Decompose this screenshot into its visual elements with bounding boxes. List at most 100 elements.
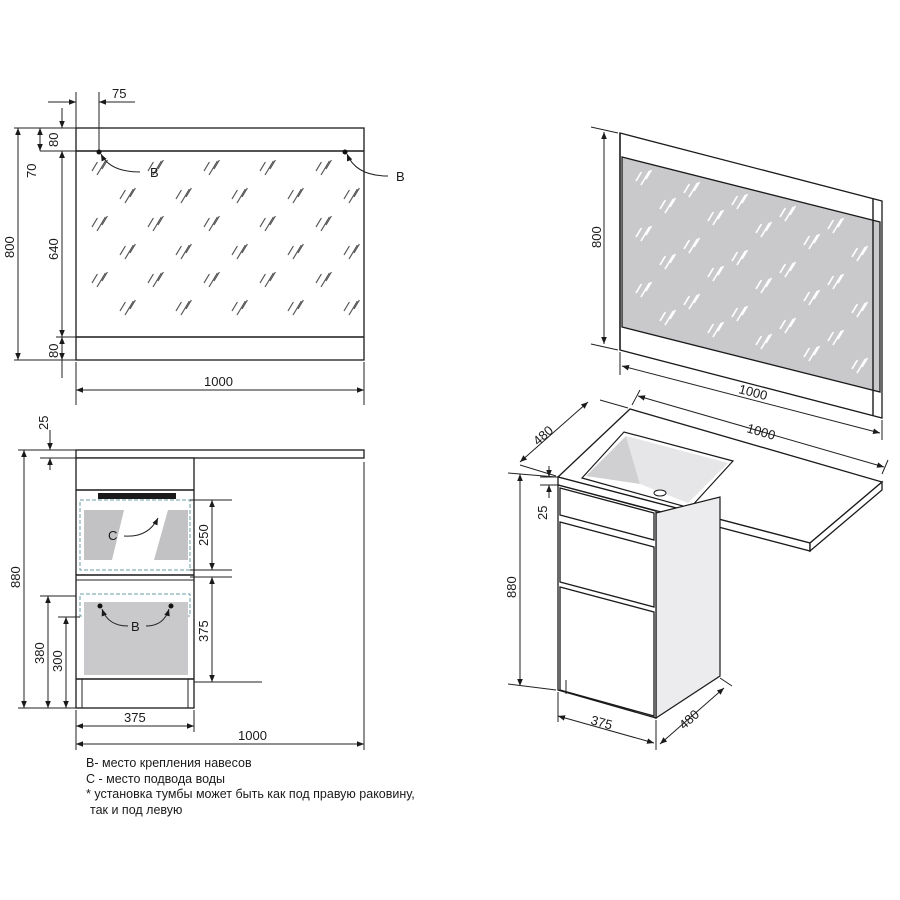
lower-drawer-panel xyxy=(84,602,188,675)
mirror-front-view: B B 75 800 70 80 640 80 1000 xyxy=(2,86,405,405)
reflection-mark xyxy=(832,330,843,346)
dim-380: 380 xyxy=(32,642,47,664)
reflection-mark xyxy=(119,189,126,200)
reflection-mark xyxy=(152,216,162,232)
reflection-mark xyxy=(683,239,691,250)
reflection-mark xyxy=(664,198,675,214)
reflection-mark xyxy=(669,253,677,264)
reflection-mark xyxy=(124,188,134,204)
reflection-mark xyxy=(765,333,773,344)
dim-300: 300 xyxy=(50,650,65,672)
reflection-mark xyxy=(241,243,248,254)
reflection-mark xyxy=(789,317,797,328)
reflection-mark xyxy=(259,217,266,228)
reflection-mark xyxy=(325,215,332,226)
reflection-mark xyxy=(707,323,715,334)
reflection-mark xyxy=(755,223,763,234)
reflection-mark xyxy=(832,218,843,234)
reflection-mark xyxy=(175,189,182,200)
hook-label-right: B xyxy=(396,169,405,184)
reflection-mark xyxy=(325,159,332,170)
reflection-mark xyxy=(208,160,218,176)
reflection-mark xyxy=(129,243,136,254)
reflection-mark xyxy=(851,303,859,314)
reflection-mark xyxy=(832,274,843,290)
dim-cabinet-height-880: 880 xyxy=(8,566,23,588)
basin-drain-bar xyxy=(98,493,176,499)
reflection-mark xyxy=(269,215,276,226)
note-install: * установка тумбы может быть как под пра… xyxy=(86,787,415,801)
reflection-mark xyxy=(669,309,677,320)
reflection-mark xyxy=(827,219,835,230)
reflection-mark xyxy=(856,246,867,262)
reflection-mark xyxy=(736,194,747,210)
water-inlet-label: C xyxy=(108,528,117,543)
reflection-mark xyxy=(320,216,330,232)
cabinet-iso-view: 480 1000 25 880 375 480 xyxy=(504,389,889,750)
reflection-mark xyxy=(124,244,134,260)
reflection-mark xyxy=(96,216,106,232)
reflection-mark xyxy=(152,272,162,288)
reflection-mark xyxy=(264,272,274,288)
reflection-mark xyxy=(712,210,723,226)
reflection-mark xyxy=(185,299,192,310)
reflection-mark xyxy=(353,187,360,198)
reflection-mark xyxy=(659,255,667,266)
reflection-mark xyxy=(779,319,787,330)
reflection-mark xyxy=(213,215,220,226)
dim-hook-offset-70: 70 xyxy=(24,164,39,178)
iso-thickness-25: 25 xyxy=(535,506,550,520)
reflection-mark xyxy=(765,277,773,288)
reflection-mark xyxy=(784,262,795,278)
note-install-cont: так и под левую xyxy=(90,802,183,817)
dim-mirror-height-800: 800 xyxy=(2,236,17,258)
reflection-mark xyxy=(96,160,106,176)
reflection-mark xyxy=(241,187,248,198)
reflection-mark xyxy=(180,244,190,260)
reflection-mark xyxy=(203,161,210,172)
reflection-mark xyxy=(180,188,190,204)
dim-top-strip-80: 80 xyxy=(46,133,61,147)
reflection-mark xyxy=(231,245,238,256)
dim-lower-375: 375 xyxy=(196,620,211,642)
water-inlet-right xyxy=(154,510,188,560)
reflection-mark xyxy=(640,226,651,242)
reflection-mark xyxy=(808,234,819,250)
reflection-mark xyxy=(837,217,845,228)
reflection-mark xyxy=(236,188,246,204)
reflection-mark xyxy=(760,278,771,294)
reflection-mark xyxy=(803,235,811,246)
countertop xyxy=(75,449,365,459)
reflection-mark xyxy=(861,301,869,312)
reflection-mark xyxy=(688,182,699,198)
reflection-mark xyxy=(91,217,98,228)
reflection-mark xyxy=(635,283,643,294)
reflection-mark xyxy=(292,188,302,204)
reflection-mark xyxy=(236,300,246,316)
glass-reflection-marks xyxy=(91,159,360,316)
cabinet-hook-left xyxy=(97,603,103,609)
reflection-mark xyxy=(129,187,136,198)
reflection-mark xyxy=(779,263,787,274)
reflection-mark xyxy=(157,271,164,282)
reflection-mark xyxy=(231,189,238,200)
mirror-glass xyxy=(77,152,363,336)
cabinet-hook-label: B xyxy=(131,619,140,634)
reflection-mark xyxy=(147,217,154,228)
reflection-mark xyxy=(348,300,358,316)
reflection-mark xyxy=(736,250,747,266)
dim-offset-75: 75 xyxy=(112,86,126,101)
reflection-mark xyxy=(297,187,304,198)
dim-top-25: 25 xyxy=(36,416,51,430)
iso-width-375-bottom: 375 xyxy=(589,712,614,732)
reflection-mark xyxy=(157,159,164,170)
reflection-mark xyxy=(765,221,773,232)
reflection-mark xyxy=(784,318,795,334)
reflection-mark xyxy=(180,300,190,316)
reflection-mark xyxy=(287,189,294,200)
iso-depth-480-top: 480 xyxy=(530,423,556,449)
reflection-mark xyxy=(236,244,246,260)
reflection-mark xyxy=(213,159,220,170)
reflection-mark xyxy=(129,299,136,310)
